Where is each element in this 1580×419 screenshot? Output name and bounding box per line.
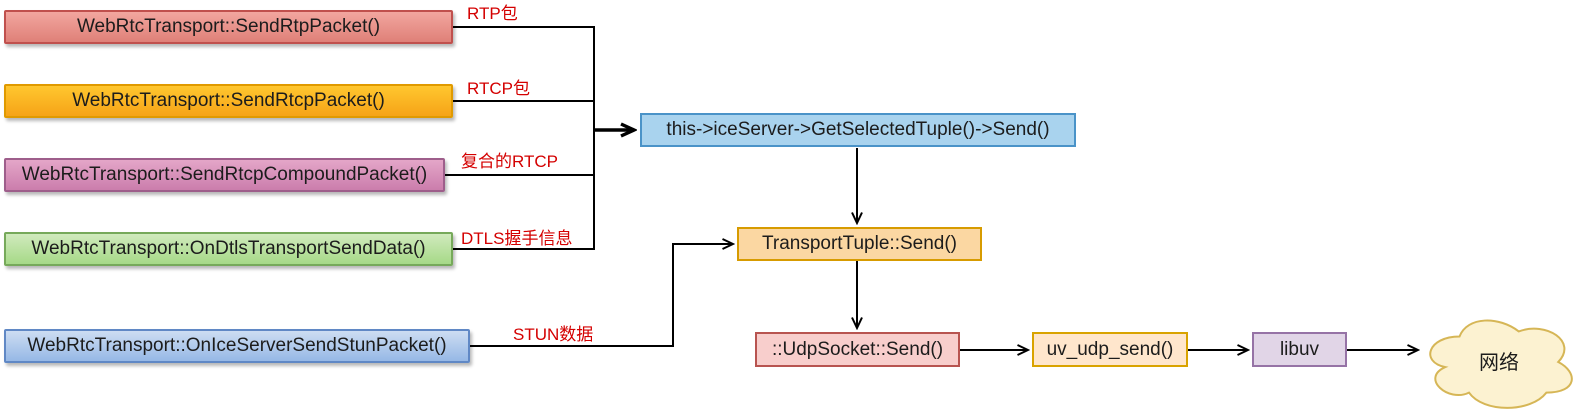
box-ice-server-get-selected-tuple-send: this->iceServer->GetSelectedTuple()->Sen… [640, 113, 1076, 147]
box-on-ice-server-send-stun-packet: WebRtcTransport::OnIceServerSendStunPack… [4, 329, 470, 363]
edge-label-dtls: DTLS握手信息 [461, 229, 573, 248]
network-label: 网络 [1479, 352, 1519, 374]
box-libuv: libuv [1252, 332, 1347, 367]
edge-label-rtcp: RTCP包 [467, 79, 530, 98]
edge-label-rtp: RTP包 [467, 4, 518, 23]
box-on-dtls-transport-send-data: WebRtcTransport::OnDtlsTransportSendData… [4, 232, 453, 266]
box-transport-tuple-send: TransportTuple::Send() [737, 227, 982, 261]
box-uv-udp-send: uv_udp_send() [1032, 332, 1188, 367]
edge-label-stun: STUN数据 [513, 325, 594, 344]
box-send-rtp-packet: WebRtcTransport::SendRtpPacket() [4, 10, 453, 44]
cloud-shape [1420, 311, 1578, 413]
box-udp-socket-send: ::UdpSocket::Send() [755, 332, 960, 367]
cloud-network [1420, 311, 1578, 413]
box-send-rtcp-compound-packet: WebRtcTransport::SendRtcpCompoundPacket(… [4, 158, 445, 192]
edge-stun-to-tuple-arrow [470, 244, 733, 347]
edge-label-compound-rtcp: 复合的RTCP [461, 152, 558, 171]
box-send-rtcp-packet: WebRtcTransport::SendRtcpPacket() [4, 84, 453, 118]
